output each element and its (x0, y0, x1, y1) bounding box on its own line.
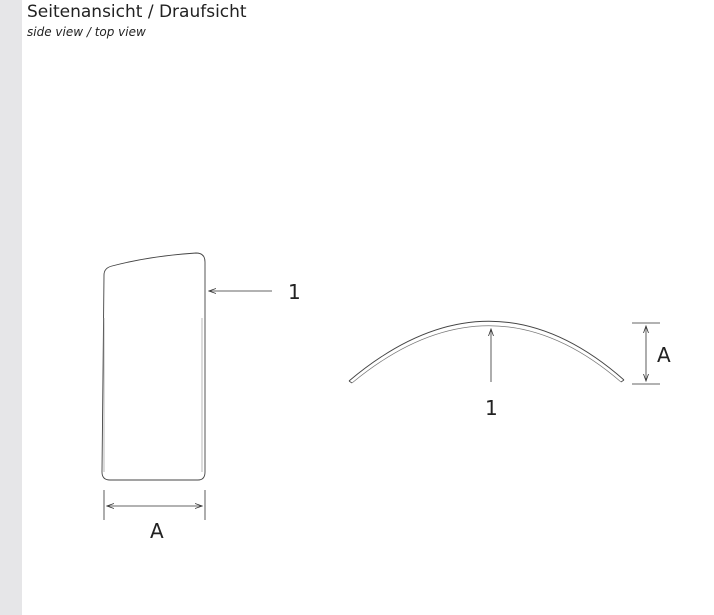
top-view-callout-label: 1 (485, 396, 498, 420)
page-subtitle: side view / top view (27, 25, 146, 39)
top-view-dimension-label: A (657, 343, 671, 367)
side-view-callout-label: 1 (288, 280, 301, 304)
drawing-panel (22, 0, 714, 615)
top-view-arc-outer (348, 320, 625, 382)
side-view: 1 A (101, 252, 301, 543)
page-title: Seitenansicht / Draufsicht (27, 2, 247, 22)
side-view-dimension-label: A (150, 519, 164, 543)
top-view-arc-end-left (348, 380, 353, 384)
top-view-arc-inner (351, 325, 622, 384)
side-view-outline (101, 252, 206, 481)
top-view: 1 A (348, 320, 671, 420)
top-view-arc-end-right (620, 379, 625, 383)
